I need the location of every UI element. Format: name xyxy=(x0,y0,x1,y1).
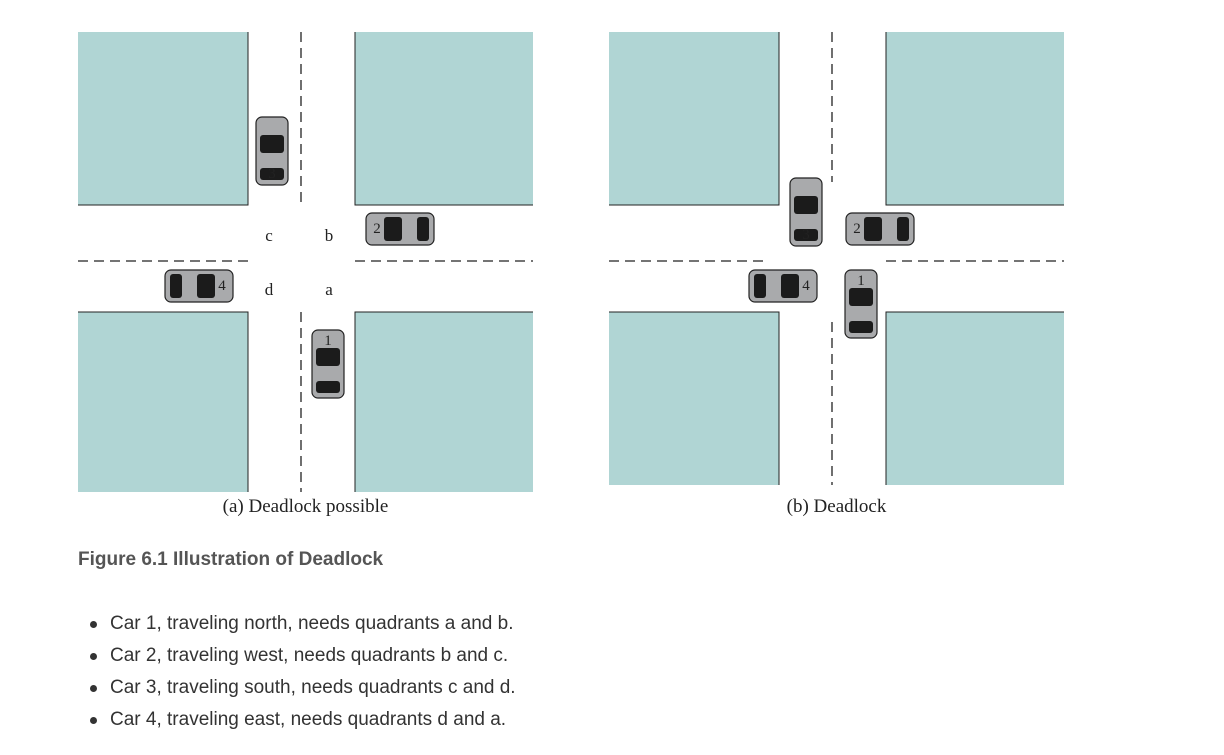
car-number: 1 xyxy=(857,273,865,289)
car-1: 1 xyxy=(311,329,345,399)
city-block-se xyxy=(355,312,533,492)
list-item: Car 2, traveling west, needs quadrants b… xyxy=(88,643,516,675)
curb-se xyxy=(885,311,1064,485)
car-rear-window xyxy=(849,321,873,333)
quadrant-label-a: a xyxy=(325,280,333,299)
curb-se xyxy=(354,311,533,492)
bullet-list: Car 1, traveling north, needs quadrants … xyxy=(88,611,516,739)
car-number: 2 xyxy=(373,221,381,237)
car-rear-window xyxy=(897,217,909,241)
car-windshield xyxy=(849,288,873,306)
car-windshield xyxy=(781,274,799,298)
intersection-diagram-b: 3 1 2 4 xyxy=(609,32,1064,485)
city-block-nw xyxy=(609,32,779,205)
car-rear-window xyxy=(316,381,340,393)
figure-a-caption: (a) Deadlock possible xyxy=(222,496,389,517)
car-4: 4 xyxy=(164,269,234,303)
car-4: 4 xyxy=(748,269,818,303)
car-windshield xyxy=(794,196,818,214)
car-rear-window xyxy=(754,274,766,298)
city-block-ne xyxy=(355,32,533,205)
city-block-ne xyxy=(886,32,1064,205)
car-2: 2 xyxy=(365,212,435,246)
list-item: Car 1, traveling north, needs quadrants … xyxy=(88,611,516,643)
curb-sw xyxy=(609,311,780,485)
car-windshield xyxy=(864,217,882,241)
curb-ne xyxy=(885,32,1064,206)
figure-title: Figure 6.1 Illustration of Deadlock xyxy=(78,549,384,570)
city-block-sw xyxy=(609,312,779,485)
car-number: 3 xyxy=(268,166,276,182)
list-item: Car 4, traveling east, needs quadrants d… xyxy=(88,707,516,739)
curb-sw xyxy=(78,311,249,492)
car-2: 2 xyxy=(845,212,915,246)
car-rear-window xyxy=(417,217,429,241)
car-1: 1 xyxy=(844,269,878,339)
intersection-figure-b: 3 1 2 4 xyxy=(609,32,1064,492)
car-rear-window xyxy=(794,229,818,241)
city-block-se xyxy=(886,312,1064,485)
curb-ne xyxy=(354,32,533,206)
car-number: 2 xyxy=(853,221,861,237)
car-number: 4 xyxy=(802,278,810,294)
car-windshield xyxy=(260,135,284,153)
quadrant-label-d: d xyxy=(265,280,274,299)
car-rear-window xyxy=(170,274,182,298)
car-windshield xyxy=(384,217,402,241)
city-block-sw xyxy=(78,312,248,492)
car-number: 4 xyxy=(218,278,226,294)
car-windshield xyxy=(197,274,215,298)
car-3: 3 xyxy=(255,116,289,186)
car-number: 3 xyxy=(802,227,810,243)
curb-nw xyxy=(78,32,249,206)
car-windshield xyxy=(316,348,340,366)
car-rear-window xyxy=(260,168,284,180)
curb-nw xyxy=(609,32,780,206)
quadrant-label-c: c xyxy=(265,226,273,245)
city-block-nw xyxy=(78,32,248,205)
car-number: 1 xyxy=(324,333,332,349)
intersection-diagram-a: c b d a 3 1 2 4 xyxy=(78,32,533,492)
list-item: Car 3, traveling south, needs quadrants … xyxy=(88,675,516,707)
car-3: 3 xyxy=(789,177,823,247)
quadrant-label-b: b xyxy=(325,226,334,245)
intersection-figure-a: c b d a 3 1 2 4 xyxy=(78,32,533,492)
figure-b-caption: (b) Deadlock xyxy=(786,496,887,517)
